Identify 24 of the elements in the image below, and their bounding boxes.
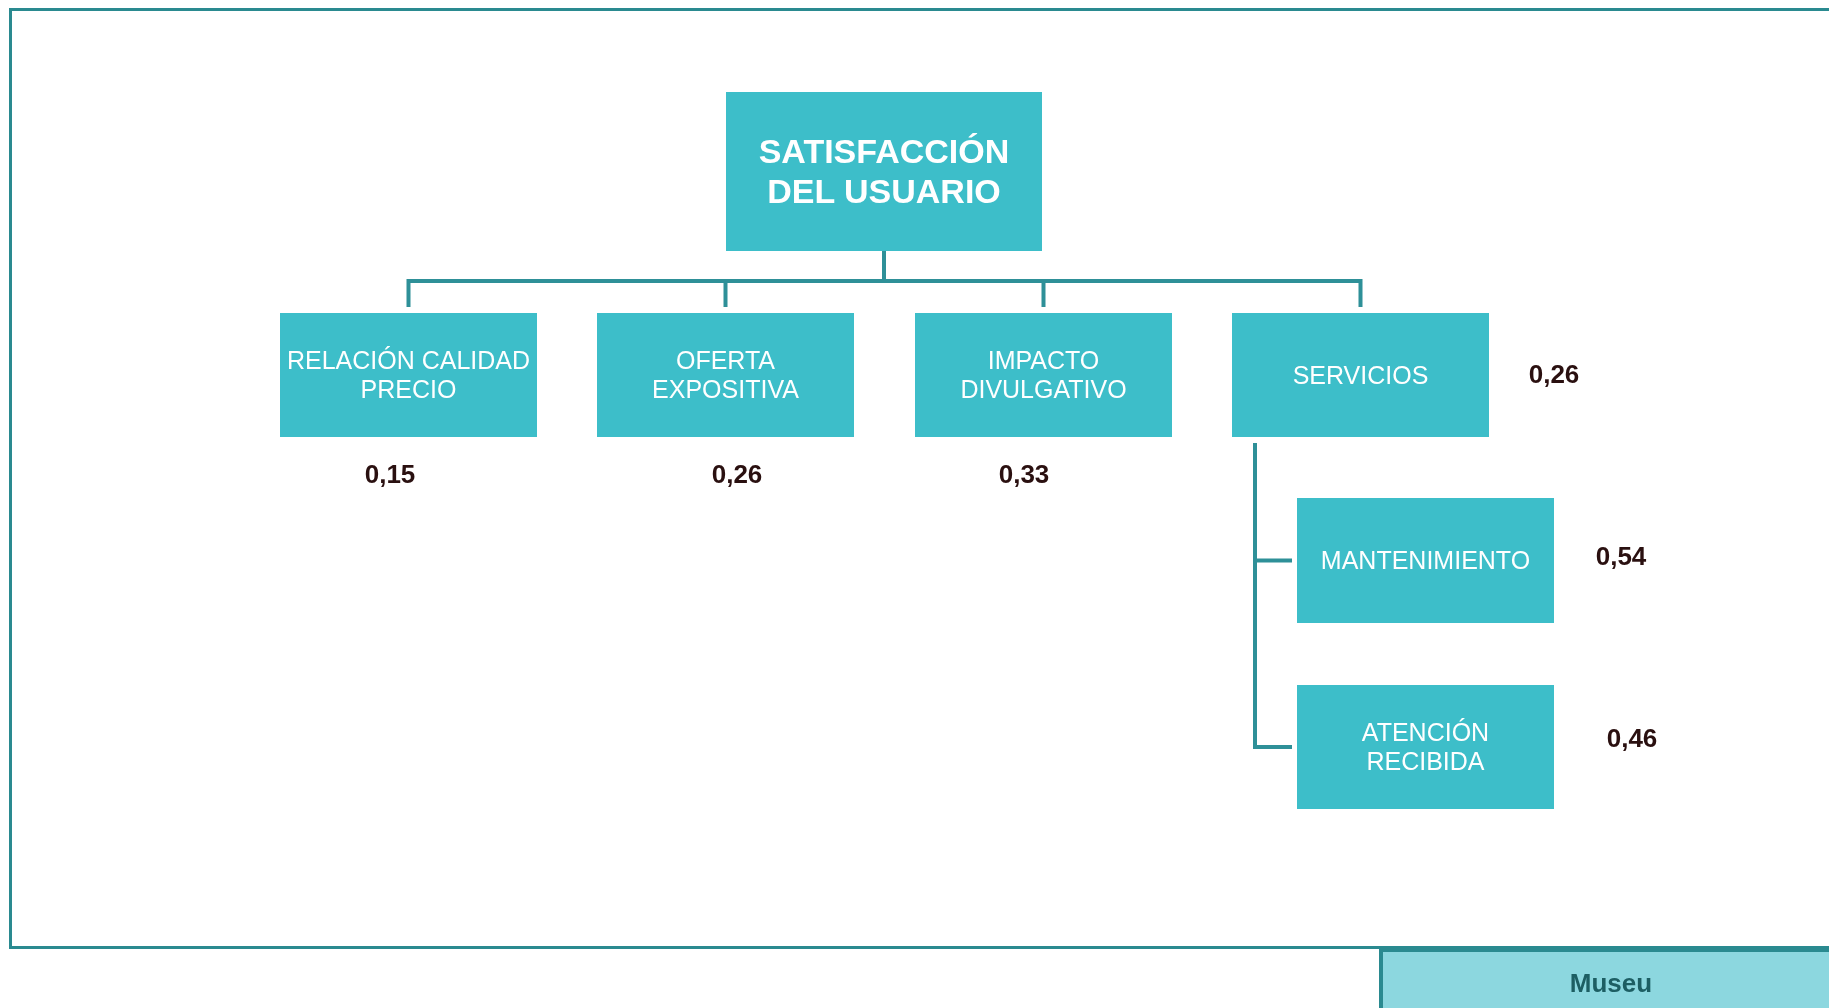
category-box xyxy=(280,313,537,437)
box-label: SERVICIOS xyxy=(1292,360,1429,390)
connector-line xyxy=(1253,443,1292,749)
category-box xyxy=(915,313,1172,437)
category-box xyxy=(597,313,854,437)
weight-value: 0,54 xyxy=(1595,539,1647,573)
box-label: RELACIÓN CALIDAD PRECIO xyxy=(285,346,532,404)
box-label: ATENCIÓN RECIBIDA xyxy=(1360,718,1491,776)
weight-value: 0,26 xyxy=(711,457,763,491)
weight-value: 0,15 xyxy=(364,457,416,491)
category-box xyxy=(726,92,1042,251)
weight-value: 0,33 xyxy=(998,457,1050,491)
weight-value: 0,26 xyxy=(1528,357,1580,391)
weight-value: 0,46 xyxy=(1606,721,1658,755)
footer-tab xyxy=(1379,948,1829,1008)
category-box xyxy=(1297,498,1554,623)
tab-label: Museu xyxy=(1569,967,1653,1000)
category-box xyxy=(1297,685,1554,809)
connector-line xyxy=(882,251,1363,307)
box-label: OFERTA EXPOSITIVA xyxy=(651,346,800,404)
category-box xyxy=(1232,313,1489,437)
box-label: MANTENIMIENTO xyxy=(1320,546,1531,575)
box-label: SATISFACCIÓN DEL USUARIO xyxy=(757,132,1011,211)
box-label: IMPACTO DIVULGATIVO xyxy=(959,346,1128,404)
